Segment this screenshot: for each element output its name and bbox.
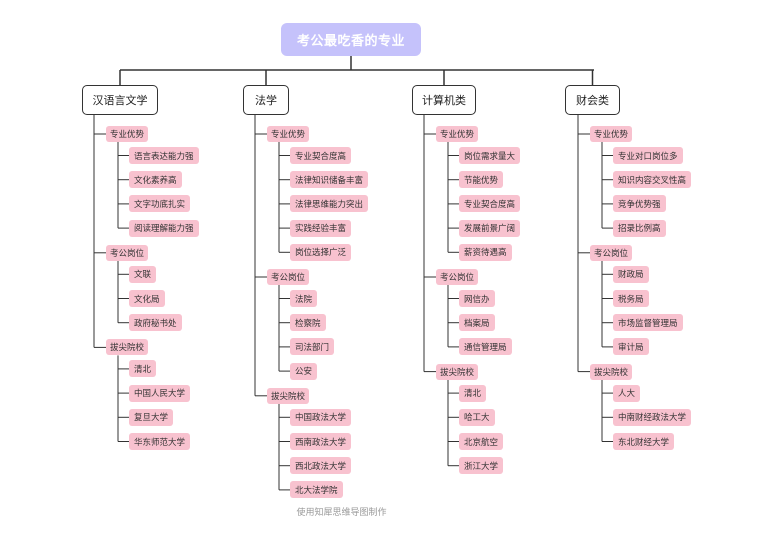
- section-node[interactable]: 考公岗位: [590, 244, 633, 261]
- leaf-node[interactable]: 中国政法大学: [290, 408, 352, 426]
- leaf-node[interactable]: 法律思维能力突出: [290, 195, 369, 213]
- category-node[interactable]: 法学: [243, 85, 289, 115]
- leaf-node[interactable]: 华东师范大学: [129, 433, 191, 450]
- section-node[interactable]: 专业优势: [106, 126, 149, 142]
- leaf-node[interactable]: 薪资待遇高: [459, 243, 512, 261]
- leaf-node[interactable]: 文化局: [129, 290, 165, 307]
- leaf-node[interactable]: 招录比例高: [613, 219, 666, 237]
- leaf-node[interactable]: 北京航空: [459, 433, 504, 450]
- leaf-node[interactable]: 岗位需求量大: [459, 147, 521, 164]
- leaf-node[interactable]: 人大: [613, 384, 641, 402]
- leaf-node[interactable]: 通信管理局: [459, 338, 512, 356]
- leaf-node[interactable]: 法院: [290, 290, 318, 307]
- leaf-node[interactable]: 节能优势: [459, 171, 504, 189]
- leaf-node[interactable]: 政府秘书处: [129, 314, 182, 332]
- section-node[interactable]: 考公岗位: [106, 244, 149, 261]
- category-node[interactable]: 汉语言文学: [82, 85, 158, 115]
- leaf-node[interactable]: 复旦大学: [129, 408, 174, 426]
- leaf-node[interactable]: 公安: [290, 362, 318, 380]
- leaf-node[interactable]: 发展前景广阔: [459, 219, 521, 237]
- leaf-node[interactable]: 档案局: [459, 314, 495, 332]
- leaf-node[interactable]: 市场监督管理局: [613, 314, 683, 332]
- leaf-node[interactable]: 语言表达能力强: [129, 147, 199, 164]
- leaf-node[interactable]: 审计局: [613, 338, 649, 356]
- leaf-node[interactable]: 税务局: [613, 290, 649, 307]
- category-node[interactable]: 财会类: [565, 85, 620, 115]
- category-node[interactable]: 计算机类: [412, 85, 476, 115]
- leaf-node[interactable]: 清北: [129, 360, 157, 378]
- section-node[interactable]: 专业优势: [267, 126, 310, 142]
- leaf-node[interactable]: 实践经验丰富: [290, 219, 352, 237]
- section-node[interactable]: 考公岗位: [267, 269, 310, 285]
- leaf-node[interactable]: 西北政法大学: [290, 457, 352, 475]
- leaf-node[interactable]: 司法部门: [290, 338, 335, 356]
- leaf-node[interactable]: 专业对口岗位多: [613, 147, 683, 164]
- leaf-node[interactable]: 专业契合度高: [290, 147, 352, 164]
- leaf-node[interactable]: 专业契合度高: [459, 195, 521, 213]
- leaf-node[interactable]: 中国人民大学: [129, 384, 191, 402]
- leaf-node[interactable]: 中南财经政法大学: [613, 408, 692, 426]
- leaf-node[interactable]: 检察院: [290, 314, 326, 332]
- section-node[interactable]: 拔尖院校: [590, 363, 633, 380]
- leaf-node[interactable]: 西南政法大学: [290, 433, 352, 450]
- leaf-node[interactable]: 浙江大学: [459, 457, 504, 475]
- leaf-node[interactable]: 文化素养高: [129, 171, 182, 189]
- leaf-node[interactable]: 岗位选择广泛: [290, 243, 352, 261]
- section-node[interactable]: 考公岗位: [436, 269, 479, 285]
- leaf-node[interactable]: 哈工大: [459, 408, 495, 426]
- leaf-node[interactable]: 网信办: [459, 290, 495, 307]
- section-node[interactable]: 拔尖院校: [436, 363, 479, 380]
- section-node[interactable]: 拔尖院校: [106, 339, 149, 356]
- leaf-node[interactable]: 文联: [129, 265, 157, 283]
- leaf-node[interactable]: 阅读理解能力强: [129, 219, 199, 237]
- leaf-node[interactable]: 财政局: [613, 265, 649, 283]
- leaf-node[interactable]: 文字功底扎实: [129, 195, 191, 213]
- leaf-node[interactable]: 知识内容交叉性高: [613, 171, 692, 189]
- leaf-node[interactable]: 北大法学院: [290, 481, 343, 499]
- leaf-node[interactable]: 清北: [459, 384, 487, 402]
- section-node[interactable]: 专业优势: [436, 126, 479, 142]
- section-node[interactable]: 拔尖院校: [267, 387, 310, 404]
- watermark-footer: 使用知犀思维导图制作: [296, 508, 387, 518]
- leaf-node[interactable]: 法律知识储备丰富: [290, 171, 369, 189]
- leaf-node[interactable]: 竞争优势强: [613, 195, 666, 213]
- leaf-node[interactable]: 东北财经大学: [613, 433, 675, 450]
- section-node[interactable]: 专业优势: [590, 126, 633, 142]
- root-node[interactable]: 考公最吃香的专业: [281, 23, 421, 56]
